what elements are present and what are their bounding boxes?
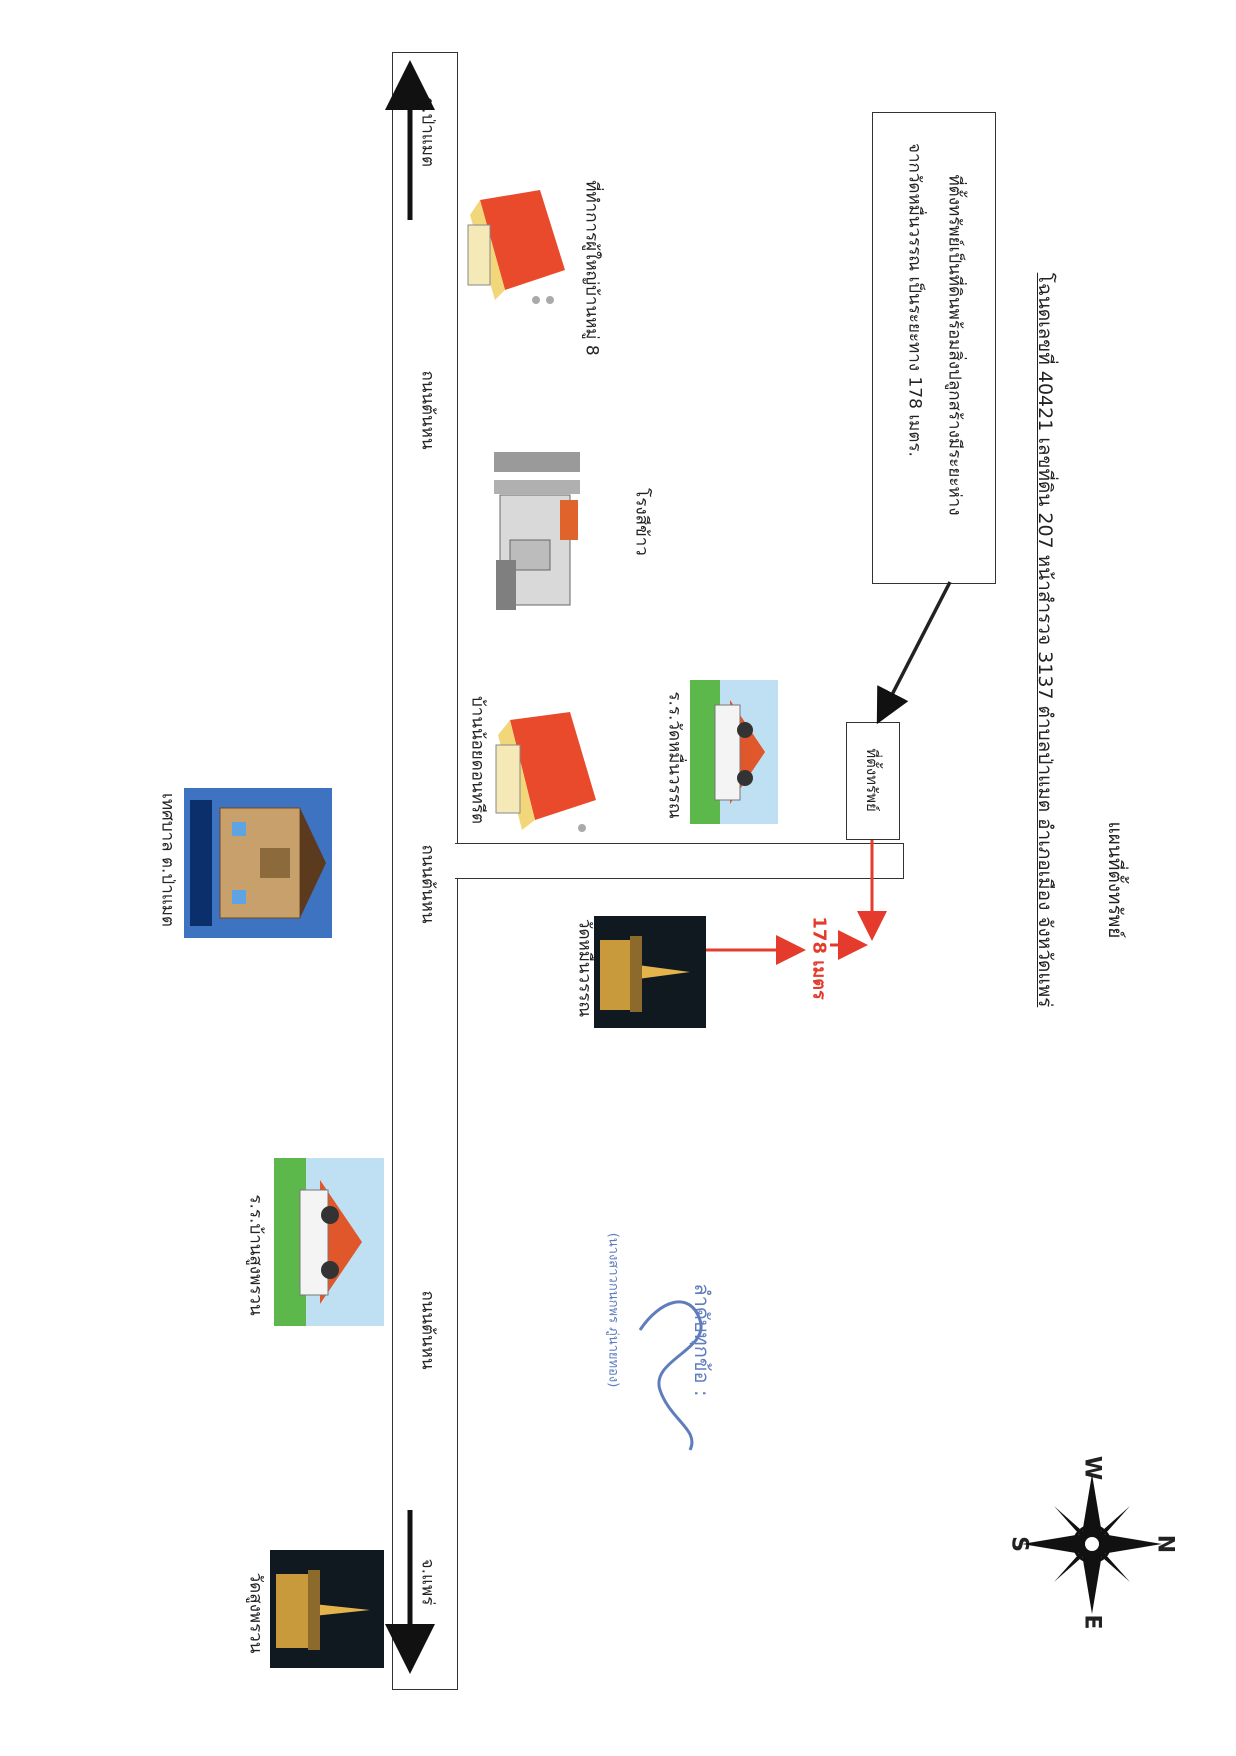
municipal-office-icon bbox=[184, 788, 332, 938]
temple-2-icon bbox=[270, 1550, 384, 1668]
school-2-icon bbox=[274, 1158, 384, 1326]
rice-mill-icon bbox=[494, 452, 580, 610]
distance-arrows bbox=[700, 840, 887, 965]
compass-icon bbox=[1022, 1474, 1162, 1614]
side-road bbox=[455, 843, 904, 879]
temple-1-icon bbox=[594, 916, 706, 1028]
signature-scribble bbox=[638, 1300, 703, 1451]
community-hall-icon bbox=[467, 190, 565, 304]
school-1-icon bbox=[690, 680, 778, 824]
main-road bbox=[392, 52, 458, 1690]
house-near-icon bbox=[495, 712, 596, 832]
info-box bbox=[872, 112, 996, 584]
property-marker bbox=[846, 722, 900, 840]
info-arrow bbox=[876, 581, 952, 725]
